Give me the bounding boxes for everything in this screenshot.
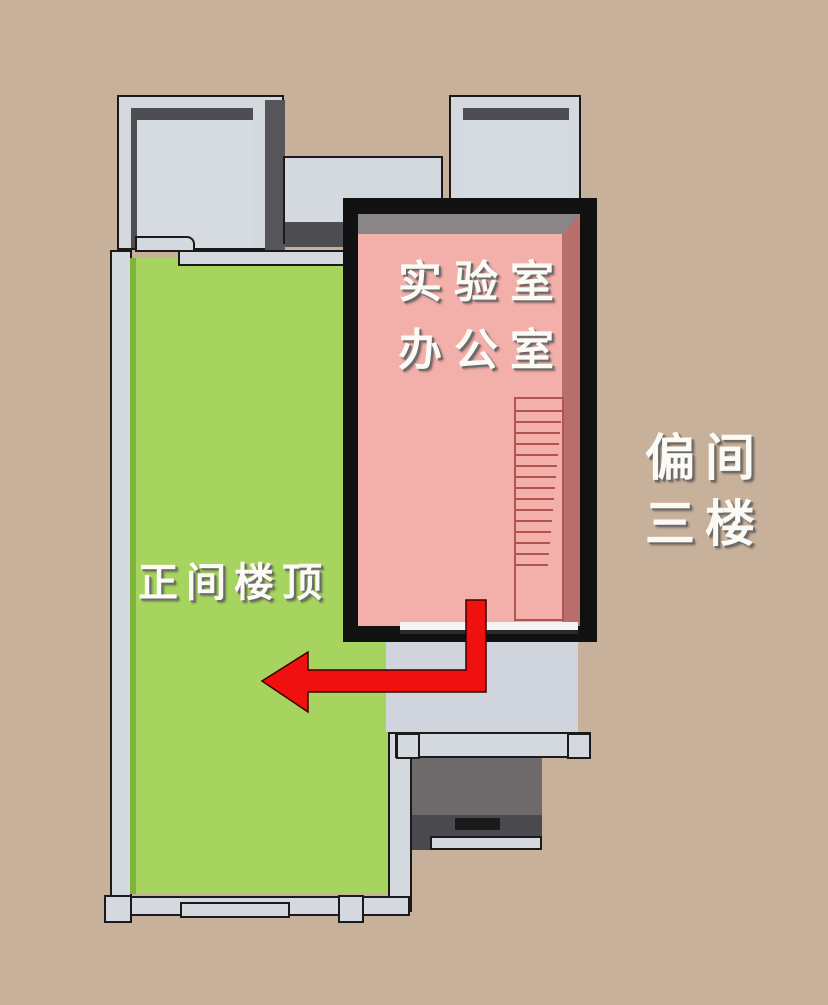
side-building-label-1: 偏间 (645, 429, 765, 487)
office-label: 办公室 (398, 325, 566, 376)
stairs-icon (514, 397, 564, 621)
pillar-lower-right (567, 733, 591, 759)
main-roof-label: 正间楼顶 (138, 560, 330, 606)
side-building-label-2: 三楼 (645, 495, 765, 553)
top-connector-shadow (285, 222, 345, 247)
roof-top-corner (135, 236, 195, 252)
pillar-bottom-left (104, 895, 132, 923)
top-left-block-inner (131, 108, 253, 248)
pillar-bottom-mid (338, 895, 364, 923)
arrow-icon (260, 599, 487, 714)
stair-well-slot (455, 818, 500, 830)
top-left-block-side (265, 100, 285, 250)
pillar-lower-left (396, 733, 420, 759)
room-bottom-sill (400, 622, 578, 634)
lower-right-wall (388, 732, 412, 912)
lab-label: 实验室 (398, 257, 566, 308)
stair-well-sill (430, 836, 542, 850)
bottom-wall-window (180, 902, 290, 918)
